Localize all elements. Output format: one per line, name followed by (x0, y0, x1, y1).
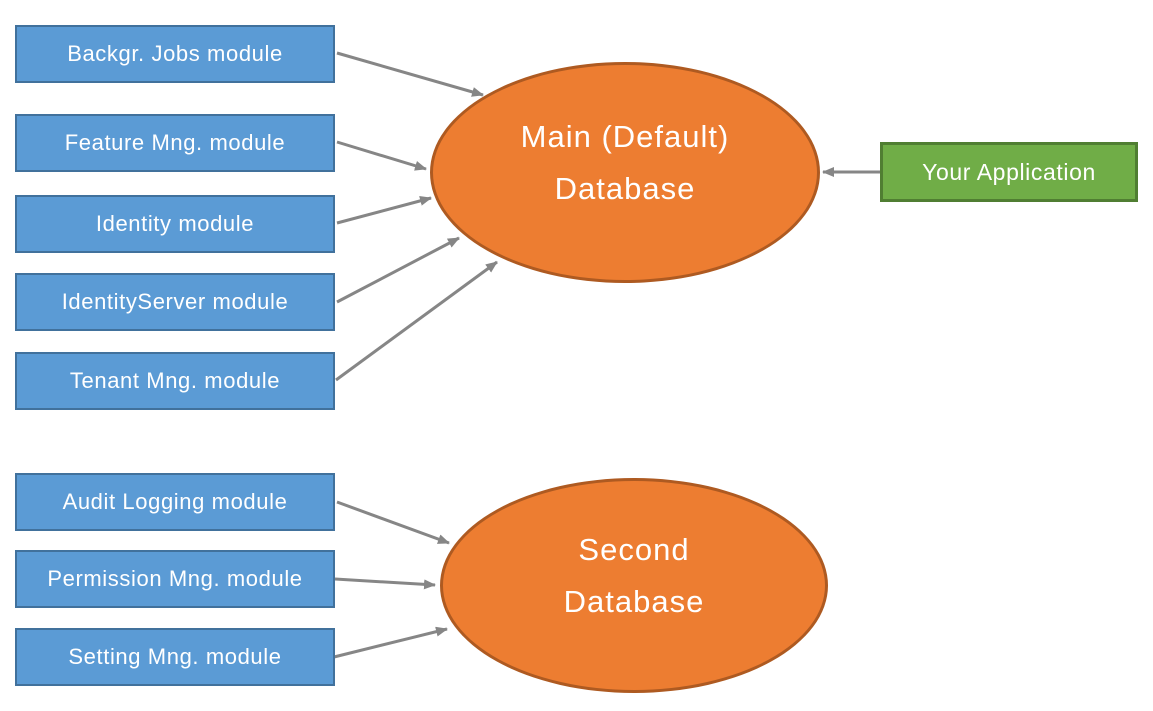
your-application-box: Your Application (880, 142, 1138, 202)
arrow-backgr-jobs-to-main-db (336, 51, 484, 97)
main-database-label-line1: Main (Default) (520, 118, 730, 154)
module-label: IdentityServer module (61, 289, 289, 314)
second-database-label-line2: Database (563, 583, 705, 619)
module-label: Identity module (95, 211, 255, 236)
second-database-label: Second Database (564, 524, 705, 628)
module-box-backgr-jobs: Backgr. Jobs module (15, 25, 335, 83)
second-database-ellipse: Second Database (440, 478, 828, 693)
module-box-tenant-mng: Tenant Mng. module (15, 352, 335, 410)
module-box-identity: Identity module (15, 195, 335, 253)
arrow-feature-mng-to-main-db (336, 140, 427, 171)
arrow-tenant-mng-to-main-db (335, 260, 498, 382)
module-box-feature-mng: Feature Mng. module (15, 114, 335, 172)
second-database-label-line1: Second (578, 531, 690, 567)
arrow-setting-mng-to-second-db (333, 626, 448, 659)
main-database-label: Main (Default) Database (521, 111, 730, 215)
your-application-label: Your Application (922, 158, 1096, 185)
arrow-permission-mng-to-second-db (334, 577, 436, 590)
main-database-label-line2: Database (554, 170, 696, 206)
module-label: Feature Mng. module (64, 130, 286, 155)
module-label: Audit Logging module (62, 489, 288, 514)
module-label: Setting Mng. module (68, 644, 282, 669)
module-box-permission-mng: Permission Mng. module (15, 550, 335, 608)
arrow-identity-to-main-db (336, 195, 432, 225)
module-label: Backgr. Jobs module (67, 41, 283, 66)
arrow-audit-logging-to-second-db (336, 500, 450, 545)
arrow-identityserver-to-main-db (336, 236, 460, 304)
module-box-identityserver: IdentityServer module (15, 273, 335, 331)
main-database-ellipse: Main (Default) Database (430, 62, 820, 283)
module-label: Permission Mng. module (47, 566, 303, 591)
module-box-setting-mng: Setting Mng. module (15, 628, 335, 686)
module-label: Tenant Mng. module (69, 368, 281, 393)
module-box-audit-logging: Audit Logging module (15, 473, 335, 531)
